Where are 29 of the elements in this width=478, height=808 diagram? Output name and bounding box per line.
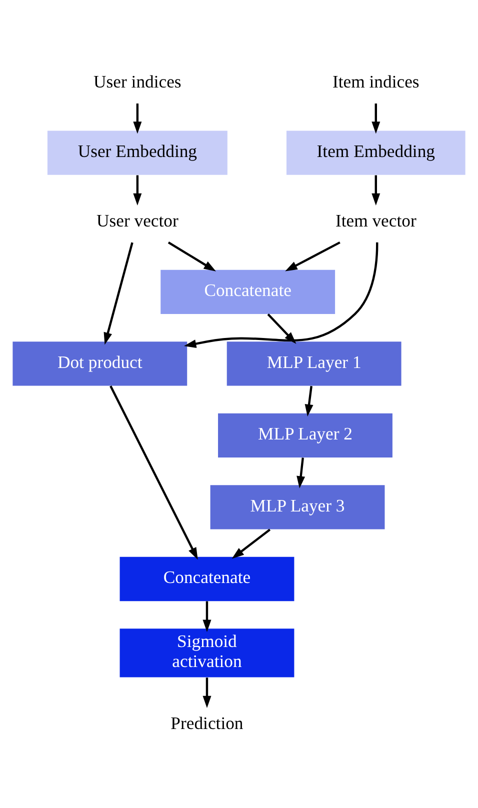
arrow	[104, 242, 134, 345]
arrow	[133, 104, 142, 134]
arrow	[304, 386, 314, 417]
arrow	[184, 242, 378, 348]
arrow	[232, 528, 271, 559]
arrow	[133, 175, 142, 206]
arrow	[110, 386, 198, 560]
node-box: User Embedding	[47, 130, 228, 175]
node-box: MLP Layer 1	[226, 342, 402, 386]
node-text: Prediction	[170, 712, 244, 733]
node-text: Item indices	[332, 71, 420, 92]
node-box: MLP Layer 3	[210, 485, 385, 530]
arrow	[267, 314, 296, 344]
node-text: User indices	[94, 71, 182, 92]
node-box: Item Embedding	[286, 130, 466, 175]
arrow	[372, 104, 380, 134]
node-text: Item vector	[335, 210, 416, 231]
arrow	[202, 678, 212, 708]
arrow	[168, 241, 216, 272]
node-box: Concatenate	[160, 270, 336, 314]
arrow	[372, 175, 380, 206]
node-box: Dot product	[12, 342, 188, 386]
node-box: MLP Layer 2	[218, 413, 392, 458]
node-box: Concatenate	[120, 556, 294, 602]
node-box: Sigmoid activation	[120, 628, 294, 678]
arrow	[296, 458, 306, 488]
arrow	[285, 241, 340, 272]
node-text: User vector	[96, 210, 178, 231]
arrow	[202, 601, 212, 632]
